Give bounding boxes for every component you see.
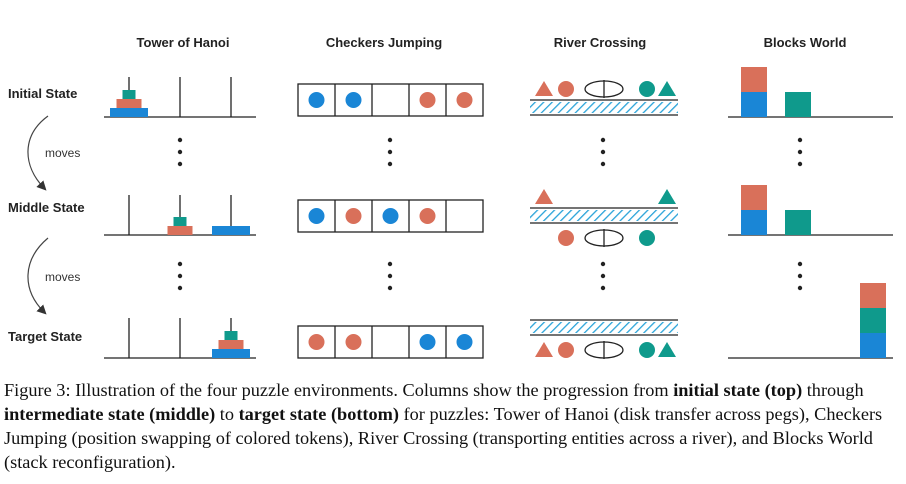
column-title-blocks-world: Blocks World (763, 35, 847, 50)
block-red-middle (741, 185, 767, 210)
hanoi-disk-teal-small-target (224, 331, 238, 340)
ellipsis-dot (600, 285, 606, 291)
caption-to: to (215, 404, 239, 424)
river-teal-circle-bottom-middle (639, 230, 655, 246)
checkers-token-red-initial (419, 92, 436, 108)
checkers-token-blue-middle (308, 208, 325, 224)
ellipsis-dot (177, 285, 183, 291)
hanoi-disk-teal-small-initial (122, 90, 136, 99)
tower-of-hanoi-panels (104, 77, 256, 359)
hanoi-disk-blue-large-target (212, 349, 250, 358)
hanoi-disk-red-medium-initial (116, 99, 142, 108)
row-label-initial-state: Initial State (8, 86, 78, 101)
checkers-token-blue-initial (308, 92, 325, 108)
river-water-middle (530, 210, 678, 221)
river-teal-triangle-bottom-target (658, 342, 676, 357)
checkers-token-blue-initial (345, 92, 362, 108)
block-teal-target (860, 308, 886, 333)
ellipsis-dot (797, 161, 803, 167)
blocks-world-panels (728, 67, 893, 359)
column-title-checkers-jumping: Checkers Jumping (325, 35, 443, 50)
checkers-token-red-initial (456, 92, 473, 108)
checkers-token-red-target (345, 334, 362, 350)
ellipsis-dot (387, 137, 393, 143)
caption-intermediate-state: intermediate state (middle) (4, 404, 216, 424)
caption-initial-state: initial state (top) (673, 380, 803, 400)
river-red-circle-top-initial (558, 81, 574, 97)
caption-target-state: target state (bottom) (238, 404, 399, 424)
hanoi-disk-red-medium-middle (167, 226, 193, 235)
checkers-board-middle (297, 199, 484, 233)
river-red-circle-bottom-target (558, 342, 574, 358)
block-teal-middle (785, 210, 811, 235)
checkers-token-red-middle (419, 208, 436, 224)
ellipsis-dots (177, 137, 803, 291)
river-teal-circle-bottom-target (639, 342, 655, 358)
ellipsis-dot (600, 137, 606, 143)
block-teal-initial (785, 92, 811, 117)
river-red-circle-bottom-middle (558, 230, 574, 246)
ellipsis-dot (387, 273, 393, 279)
ellipsis-dot (387, 149, 393, 155)
ellipsis-dot (600, 149, 606, 155)
ellipsis-dot (387, 261, 393, 267)
checkers-jumping-panels (297, 83, 484, 359)
block-red-target (860, 283, 886, 308)
caption-through: through (802, 380, 864, 400)
river-teal-circle-top-initial (639, 81, 655, 97)
checkers-token-blue-middle (382, 208, 399, 224)
hanoi-disk-teal-small-middle (173, 217, 187, 226)
block-blue-initial (741, 92, 767, 117)
ellipsis-dot (600, 273, 606, 279)
hanoi-disk-red-medium-target (218, 340, 244, 349)
ellipsis-dot (797, 285, 803, 291)
ellipsis-dot (797, 261, 803, 267)
block-red-initial (741, 67, 767, 92)
ellipsis-dot (600, 261, 606, 267)
ellipsis-dot (387, 285, 393, 291)
ellipsis-dot (177, 273, 183, 279)
moves-label-1: moves (45, 146, 81, 160)
column-title-tower-of-hanoi: Tower of Hanoi (136, 35, 230, 50)
ellipsis-dot (797, 273, 803, 279)
checkers-token-blue-target (419, 334, 436, 350)
moves-label-2: moves (45, 270, 81, 284)
river-water-target (530, 322, 678, 333)
ellipsis-dot (797, 149, 803, 155)
moves-arrow-1 (27, 115, 49, 191)
caption-suffix: for puzzles: Tower of Hanoi (disk transf… (4, 404, 883, 472)
block-blue-middle (741, 210, 767, 235)
river-crossing-panels (530, 80, 678, 359)
hanoi-disk-blue-large-middle (212, 226, 250, 235)
puzzle-figure (27, 67, 893, 359)
checkers-token-red-middle (345, 208, 362, 224)
river-red-triangle-top-middle (535, 189, 553, 204)
row-label-target-state: Target State (8, 329, 83, 344)
ellipsis-dot (600, 161, 606, 167)
ellipsis-dot (177, 149, 183, 155)
river-water-initial (530, 102, 678, 113)
ellipsis-dot (177, 261, 183, 267)
checkers-token-red-target (308, 334, 325, 350)
ellipsis-dot (177, 161, 183, 167)
row-label-middle-state: Middle State (8, 200, 85, 215)
hanoi-disk-blue-large-initial (110, 108, 148, 117)
checkers-token-blue-target (456, 334, 473, 350)
river-teal-triangle-top-initial (658, 81, 676, 96)
ellipsis-dot (387, 161, 393, 167)
caption-prefix: Figure 3: Illustration of the four puzzl… (4, 380, 674, 400)
checkers-board-target (297, 325, 484, 359)
ellipsis-dot (177, 137, 183, 143)
river-red-triangle-bottom-target (535, 342, 553, 357)
moves-arrow-2 (27, 237, 49, 315)
column-title-river-crossing: River Crossing (553, 35, 647, 50)
checkers-board-initial (297, 83, 484, 117)
figure-caption: Figure 3: Illustration of the four puzzl… (4, 378, 902, 474)
river-teal-triangle-top-middle (658, 189, 676, 204)
ellipsis-dot (797, 137, 803, 143)
river-red-triangle-top-initial (535, 81, 553, 96)
block-blue-target (860, 333, 886, 358)
